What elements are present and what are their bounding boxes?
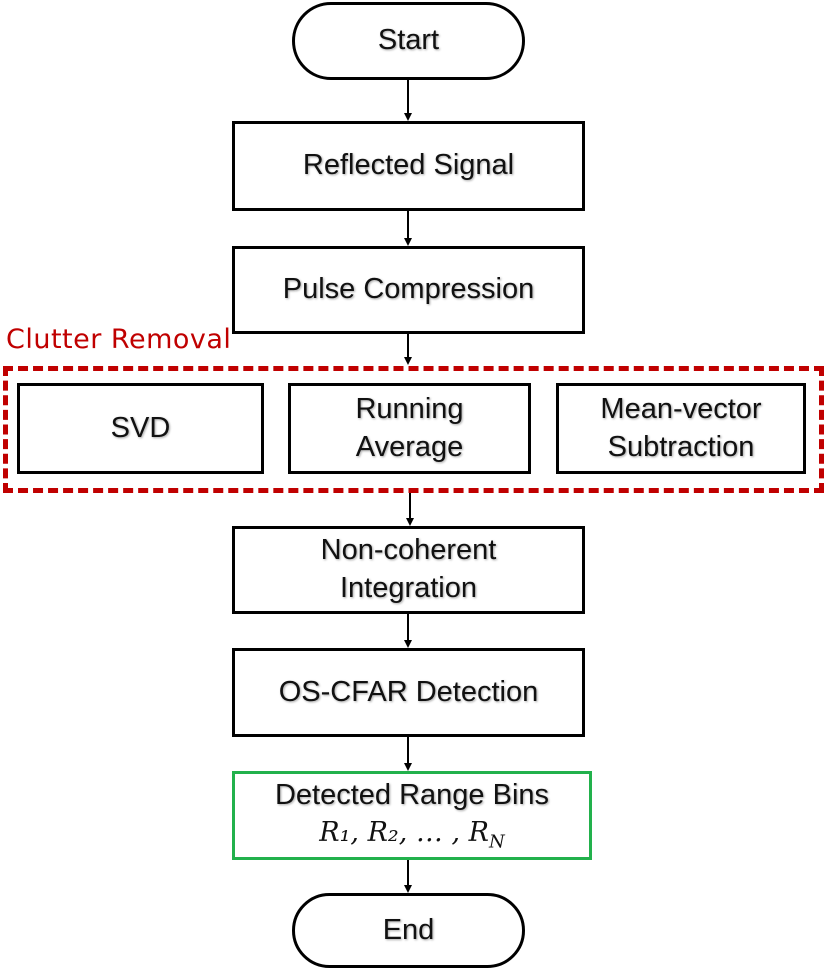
detected-range-bins-box: Detected Range Bins R₁, R₂, … , RN (232, 771, 592, 860)
pulse-compression-box: Pulse Compression (232, 246, 585, 334)
os-cfar-detection-box: OS-CFAR Detection (232, 648, 585, 737)
end-node: End (292, 893, 525, 968)
reflected-signal-box: Reflected Signal (232, 121, 585, 211)
start-label: Start (377, 24, 440, 57)
running-average-box: Running Average (288, 383, 531, 474)
detected-range-bins-title: Detected Range Bins (274, 779, 550, 812)
integration-line-1: Non-coherent (320, 534, 497, 567)
end-label: End (382, 913, 435, 946)
non-coherent-integration-box: Non-coherent Integration (232, 526, 585, 614)
running-average-line-2: Average (355, 430, 464, 463)
mean-vector-line-2: Subtraction (607, 430, 755, 463)
os-cfar-label: OS-CFAR Detection (278, 675, 539, 708)
reflected-signal-label: Reflected Signal (302, 149, 515, 182)
svd-box: SVD (17, 383, 264, 474)
range-bins-formula: R₁, R₂, … , RN (319, 816, 505, 853)
running-average-line-1: Running (355, 392, 464, 425)
mean-vector-subtraction-box: Mean-vector Subtraction (556, 383, 806, 474)
mean-vector-line-1: Mean-vector (600, 392, 762, 425)
clutter-removal-label: Clutter Removal (6, 324, 232, 355)
svd-label: SVD (110, 411, 171, 444)
start-node: Start (292, 2, 525, 80)
clutter-removal-group (3, 366, 824, 493)
integration-line-2: Integration (339, 572, 478, 604)
pulse-compression-label: Pulse Compression (282, 273, 535, 306)
